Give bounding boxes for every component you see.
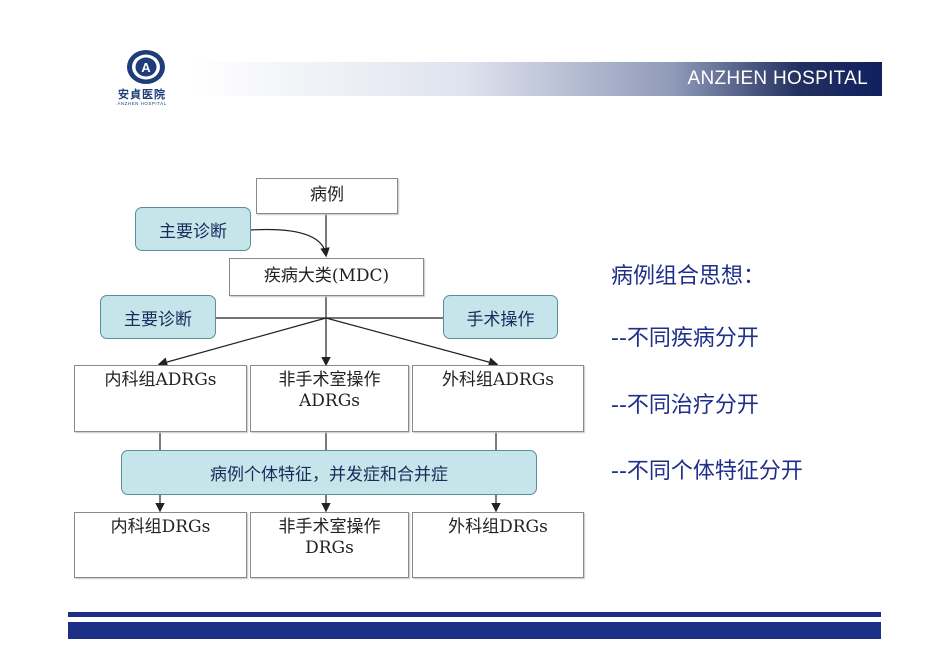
node-surgery-operation: 手术操作 bbox=[443, 295, 558, 339]
node-non-surgical-adrgs: 非手术室操作 ADRGs bbox=[250, 365, 409, 432]
side-point-3: --不同个体特征分开 bbox=[611, 459, 803, 484]
side-point-2: --不同治疗分开 bbox=[611, 393, 759, 418]
svg-text:A: A bbox=[141, 60, 151, 75]
node-main-diagnosis-2: 主要诊断 bbox=[100, 295, 216, 339]
node-main-diagnosis-1: 主要诊断 bbox=[135, 207, 251, 251]
node-non-surgical-drgs: 非手术室操作 DRGs bbox=[250, 512, 409, 578]
side-point-1: --不同疾病分开 bbox=[611, 326, 759, 351]
node-individual-features: 病例个体特征，并发症和合并症 bbox=[121, 450, 537, 495]
hospital-logo-icon: A bbox=[127, 50, 165, 84]
footer-bar-thin bbox=[68, 612, 881, 617]
node-mdc: 疾病大类(MDC) bbox=[229, 258, 424, 296]
node-surgical-adrgs: 外科组ADRGs bbox=[412, 365, 584, 432]
node-internal-adrgs: 内科组ADRGs bbox=[74, 365, 247, 432]
logo-text: 安貞医院 bbox=[118, 88, 166, 101]
header-bar: ANZHEN HOSPITAL bbox=[188, 62, 882, 96]
header-title: ANZHEN HOSPITAL bbox=[687, 68, 868, 89]
node-internal-drgs: 内科组DRGs bbox=[74, 512, 247, 578]
side-heading: 病例组合思想： bbox=[611, 264, 766, 289]
node-case: 病例 bbox=[256, 178, 398, 214]
footer-bar-thick bbox=[68, 622, 881, 639]
logo-subtext: ANZHEN HOSPITAL bbox=[117, 101, 167, 106]
node-surgical-drgs: 外科组DRGs bbox=[412, 512, 584, 578]
